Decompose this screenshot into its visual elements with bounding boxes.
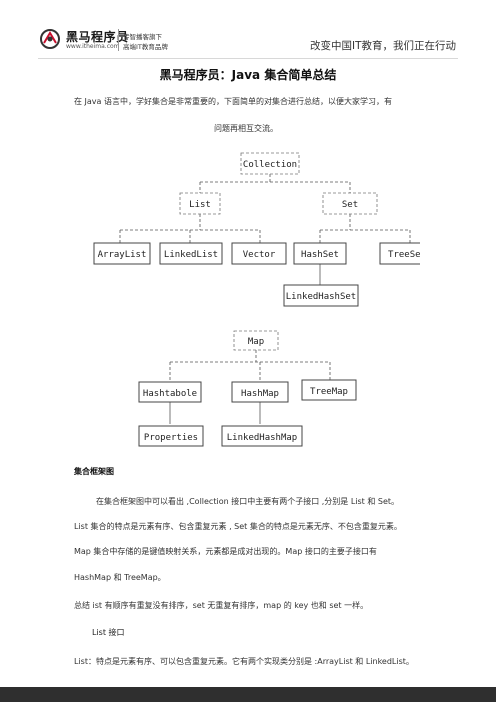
treeset-node: TreeSet <box>379 242 420 265</box>
svg-text:LinkedHashMap: LinkedHashMap <box>227 433 297 443</box>
logo-icon <box>40 29 60 49</box>
svg-text:LinkedList: LinkedList <box>164 250 218 260</box>
linkedlist-node: LinkedList <box>159 242 223 265</box>
svg-text:Hashtabole: Hashtabole <box>143 389 197 399</box>
linkedhashmap-node: LinkedHashMap <box>221 425 303 447</box>
svg-text:LinkedHashSet: LinkedHashSet <box>286 292 356 302</box>
list-interface-heading: List 接口 <box>92 628 125 637</box>
logo-url: www.itheima.com <box>66 43 120 50</box>
treemap-node: TreeMap <box>301 379 357 401</box>
svg-text:Set: Set <box>342 200 358 210</box>
logo-slogan-line1: 传智播客旗下 <box>123 33 162 41</box>
logo-divider <box>118 29 119 51</box>
section-paragraph-4: HashMap 和 TreeMap。 <box>74 573 166 582</box>
footer-bar <box>0 687 496 702</box>
svg-text:HashSet: HashSet <box>301 250 339 260</box>
svg-text:TreeSet: TreeSet <box>388 250 420 260</box>
arraylist-node: ArrayList <box>93 242 151 265</box>
svg-text:Collection: Collection <box>243 160 297 170</box>
logo-name: 黑马程序员 <box>66 30 129 44</box>
linkedhashset-node: LinkedHashSet <box>283 284 359 307</box>
section-heading: 集合框架图 <box>74 467 114 476</box>
map-node: Map <box>233 330 279 351</box>
collection-node: Collection <box>240 152 300 175</box>
intro-line-2: 问题再相互交流。 <box>214 124 278 133</box>
svg-text:TreeMap: TreeMap <box>310 387 348 397</box>
vector-node: Vector <box>231 242 287 265</box>
hashmap-node: HashMap <box>231 381 289 403</box>
svg-text:List: List <box>189 200 211 210</box>
intro-line-1: 在 Java 语言中，学好集合是非常重要的，下面简单的对集合进行总结，以便大家学… <box>74 97 392 106</box>
section-paragraph-6: List：特点是元素有序、可以包含重复元素。它有两个实现类分别是 :ArrayL… <box>74 657 414 666</box>
svg-text:Vector: Vector <box>243 250 276 260</box>
document-title: 黑马程序员：Java 集合简单总结 <box>159 68 337 82</box>
collection-diagram: Collection List Set ArrayList LinkedList… <box>93 152 420 307</box>
svg-text:Map: Map <box>248 337 264 347</box>
section-paragraph-5: 总结 ist 有顺序有重复没有排序，set 无重复有排序，map 的 key 也… <box>74 601 369 610</box>
set-node: Set <box>322 192 378 215</box>
header-divider <box>38 58 458 59</box>
list-node: List <box>179 192 221 215</box>
section-paragraph-2: List 集合的特点是元素有序、包含重复元素 , Set 集合的特点是元素无序、… <box>74 522 402 531</box>
page-header: 黑马程序员 www.itheima.com 传智播客旗下 高端IT教育品牌 改变… <box>0 0 496 59</box>
properties-node: Properties <box>138 425 204 447</box>
section-paragraph-1: 在集合框架图中可以看出 ,Collection 接口中主要有两个子接口 ,分别是… <box>96 497 400 506</box>
header-tagline: 改变中国IT教育，我们正在行动 <box>309 40 456 52</box>
hashtable-node: Hashtabole <box>138 381 202 403</box>
svg-text:ArrayList: ArrayList <box>98 250 147 260</box>
section-paragraph-3: Map 集合中存储的是键值映射关系，元素都是成对出现的。Map 接口的主要子接口… <box>74 547 377 556</box>
hashset-node: HashSet <box>293 242 347 265</box>
map-diagram: Map Hashtabole HashMap TreeMap Propertie… <box>138 330 357 447</box>
svg-text:Properties: Properties <box>144 433 198 443</box>
logo-slogan-line2: 高端IT教育品牌 <box>123 43 168 51</box>
svg-text:HashMap: HashMap <box>241 389 279 399</box>
